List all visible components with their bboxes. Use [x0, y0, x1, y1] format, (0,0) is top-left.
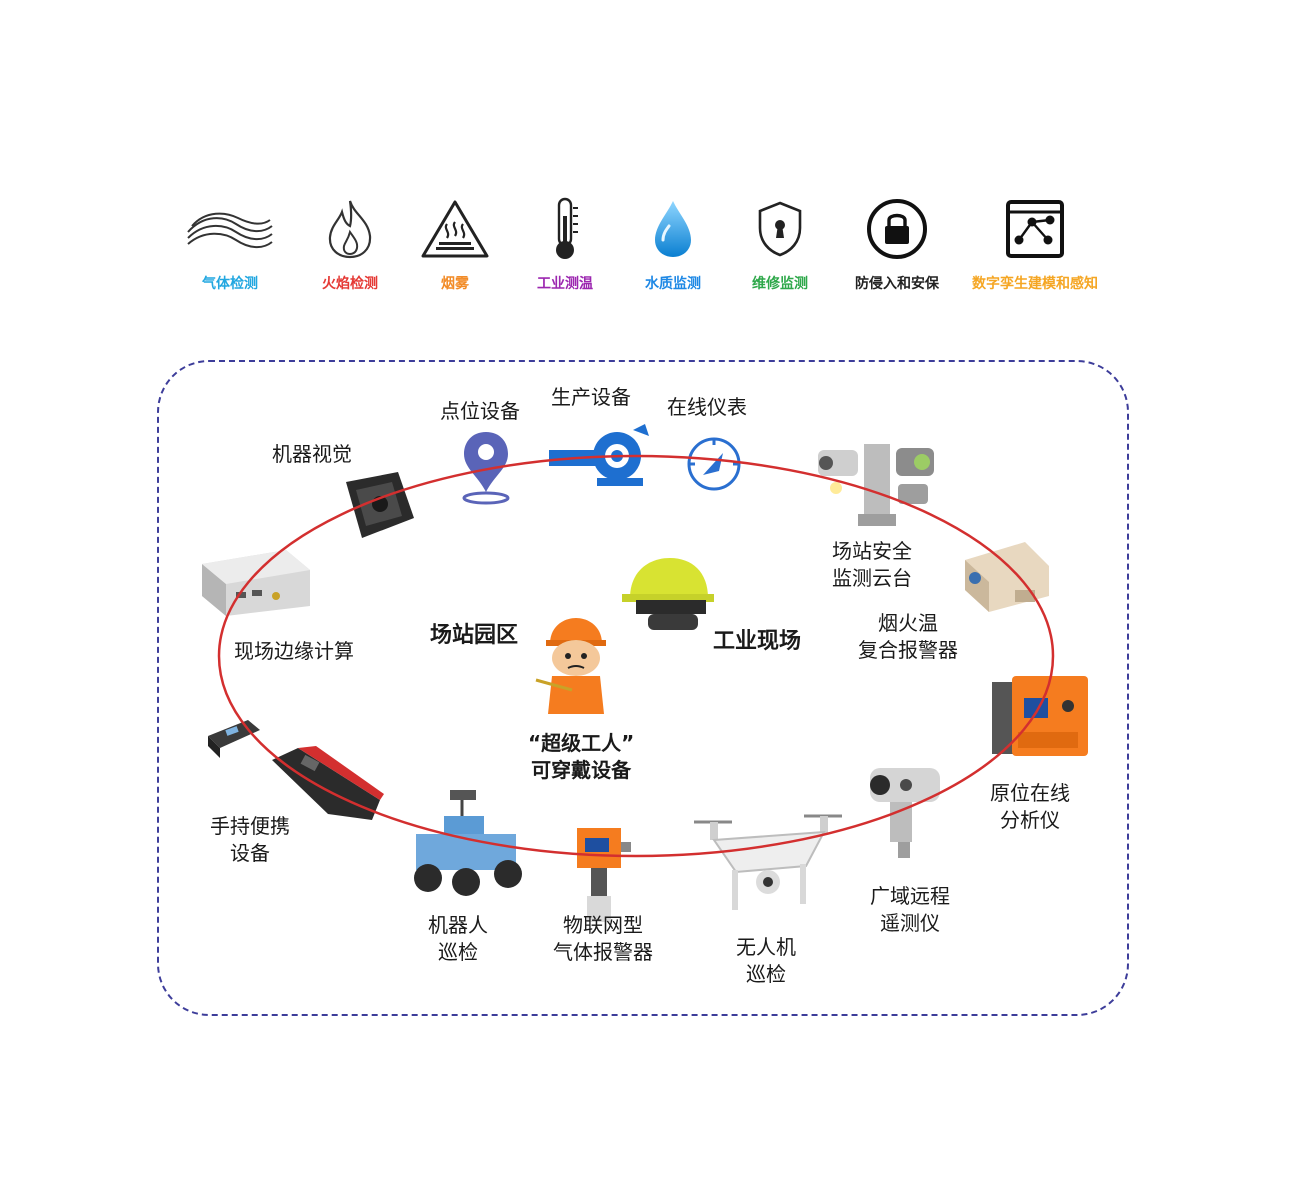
category-industrial-temperature: 工业测温 [500, 195, 630, 293]
category-maintenance: 维修监测 [715, 195, 845, 293]
iot-gas-alarm [577, 828, 631, 922]
category-label: 维修监测 [752, 276, 808, 292]
category-digital-twin: 数字孪生建模和感知 [955, 195, 1115, 293]
node-label-line: 物联网型 [563, 913, 643, 937]
diagram-frame [157, 360, 1129, 1016]
node-edge-computing: 现场边缘计算 [234, 639, 354, 663]
gauge-icon [687, 437, 741, 491]
inspection-robot [414, 790, 522, 896]
zone-industrial-field: 工业现场 [713, 629, 802, 654]
node-point-device: 点位设备 [440, 399, 520, 423]
node-label-line: 烟火温 [878, 611, 938, 635]
node-label-line: 场站安全 [832, 539, 912, 563]
category-label: 数字孪生建模和感知 [972, 276, 1098, 292]
node-label-line: 分析仪 [1000, 808, 1060, 832]
node-in-situ-analyzer: 原位在线 分析仪 [990, 780, 1070, 834]
category-water-quality: 水质监测 [608, 195, 738, 293]
worker-cartoon [535, 618, 606, 714]
edge-computing-box [202, 550, 310, 616]
category-smoke: 烟雾 [390, 195, 520, 293]
smoke-fire-alarm [965, 542, 1049, 612]
node-station-ptz: 场站安全 监测云台 [832, 538, 912, 592]
node-label-line: 监测云台 [832, 566, 912, 590]
node-drone-inspection: 无人机 巡检 [736, 934, 796, 988]
node-label-line: 无人机 [736, 935, 796, 959]
zone-station-park: 场站园区 [430, 623, 519, 648]
node-label-line: 机器人 [428, 913, 488, 937]
hot-surface-warning-icon [421, 200, 489, 258]
category-gas-detection: 气体检测 [165, 195, 295, 293]
node-label-line: 原位在线 [990, 781, 1070, 805]
node-label-line: 巡检 [746, 962, 786, 986]
wind-icon [187, 212, 273, 248]
node-label-line: 遥测仪 [880, 911, 940, 935]
node-production-device: 生产设备 [551, 385, 631, 409]
map-pin-icon [462, 432, 510, 505]
node-iot-gas-alarm: 物联网型 气体报警器 [553, 912, 653, 966]
node-label-line: 设备 [230, 841, 270, 865]
center-label-line: “超级工人” [528, 731, 635, 755]
center-label-line: 可穿戴设备 [531, 758, 632, 782]
node-label-line: 手持便携 [210, 814, 290, 838]
node-wide-area-telemetry: 广域远程 遥测仪 [870, 883, 950, 937]
node-smoke-fire-alarm: 烟火温 复合报警器 [858, 610, 958, 664]
padlock-icon [867, 199, 927, 259]
thermometer-icon [556, 197, 578, 259]
category-label: 气体检测 [202, 276, 258, 292]
drone [694, 814, 842, 910]
category-label: 防侵入和安保 [855, 276, 939, 292]
wearable-worker-label: “超级工人” 可穿戴设备 [528, 730, 634, 784]
node-label-line: 复合报警器 [858, 638, 958, 662]
node-handheld-devices: 手持便携 设备 [210, 813, 290, 867]
category-label: 烟雾 [441, 276, 469, 292]
shield-keyhole-icon [758, 201, 802, 257]
node-robot-inspection: 机器人 巡检 [428, 912, 488, 966]
digital-twin-icon [1006, 200, 1064, 258]
ptz-camera [818, 444, 934, 526]
category-intrusion-security: 防侵入和安保 [832, 195, 962, 293]
node-machine-vision: 机器视觉 [272, 442, 352, 466]
smart-helmet [622, 558, 714, 630]
flame-icon [328, 200, 372, 259]
category-label: 火焰检测 [322, 276, 378, 292]
node-label-line: 巡检 [438, 940, 478, 964]
category-label: 工业测温 [537, 276, 593, 292]
node-label-line: 广域远程 [870, 884, 950, 908]
water-drop-icon [655, 201, 691, 257]
category-label: 水质监测 [645, 276, 701, 292]
category-flame-detection: 火焰检测 [285, 195, 415, 293]
in-situ-analyzer [992, 676, 1088, 756]
node-label-line: 气体报警器 [553, 940, 653, 964]
node-online-meter: 在线仪表 [667, 395, 747, 419]
